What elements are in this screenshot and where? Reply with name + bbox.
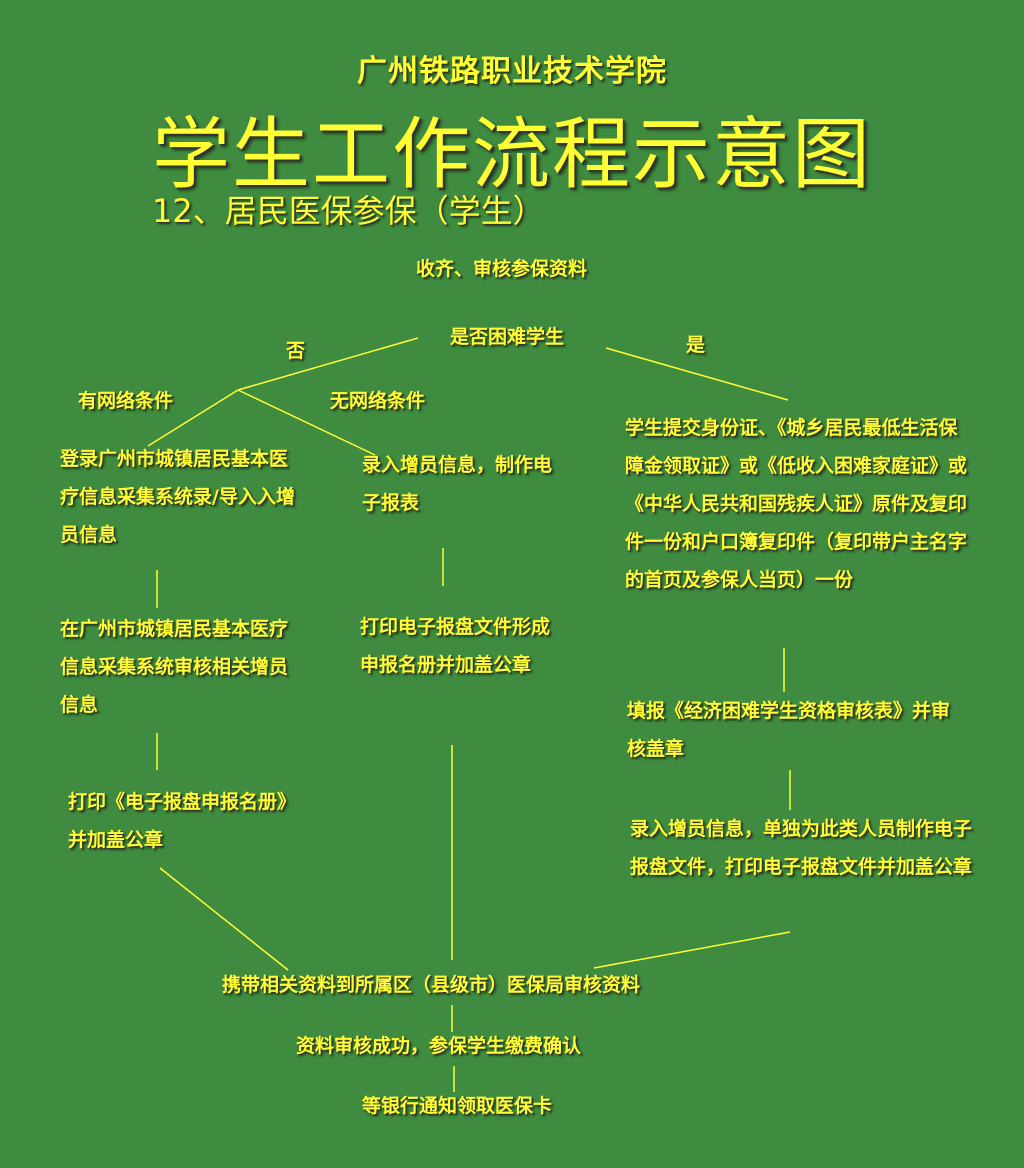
node-middle-step1: 录入增员信息，制作电子报表: [362, 454, 553, 514]
node-left-step3: 打印《电子报盘申报名册》并加盖公章: [68, 791, 297, 851]
process-subtitle: 12、居民医保参保（学生）: [152, 192, 545, 230]
condition-network: 有网络条件: [78, 390, 174, 412]
node-start: 收齐、审核参保资料: [416, 258, 588, 280]
node-right-step2: 填报《经济困难学生资格审核表》并审核盖章: [627, 700, 951, 760]
node-middle-step2: 打印电子报盘文件形成申报名册并加盖公章: [360, 616, 551, 676]
node-final-card: 等银行通知领取医保卡: [362, 1095, 553, 1117]
connector-right-3-final: [593, 931, 791, 969]
node-right-step3: 录入增员信息，单独为此类人员制作电子报盘文件，打印电子报盘文件并加盖公章: [630, 818, 973, 878]
page-title: 学生工作流程示意图: [151, 110, 872, 200]
node-final-review: 携带相关资料到所属区（县级市）医保局审核资料: [222, 974, 641, 996]
connector-no-to-network: [147, 389, 239, 447]
connector-decision-to-no: [237, 337, 419, 391]
school-name: 广州铁路职业技术学院: [357, 54, 667, 89]
connector-no-to-no-network: [237, 389, 376, 456]
node-left-step1: 登录广州市城镇居民基本医疗信息采集系统录/导入入增员信息: [60, 448, 295, 546]
connector-decision-to-yes: [605, 347, 789, 401]
node-final-payment: 资料审核成功，参保学生缴费确认: [296, 1035, 582, 1057]
branch-label-yes: 是: [686, 334, 706, 356]
node-decision: 是否困难学生: [450, 326, 565, 348]
node-right-step1: 学生提交身份证、《城乡居民最低生活保障金领取证》或《低收入困难家庭证》或《中华人…: [625, 417, 968, 591]
node-left-step2: 在广州市城镇居民基本医疗信息采集系统审核相关增员信息: [60, 618, 289, 716]
branch-label-no: 否: [286, 340, 306, 362]
condition-no-network: 无网络条件: [330, 390, 426, 412]
connector-left-3-final: [159, 867, 289, 971]
